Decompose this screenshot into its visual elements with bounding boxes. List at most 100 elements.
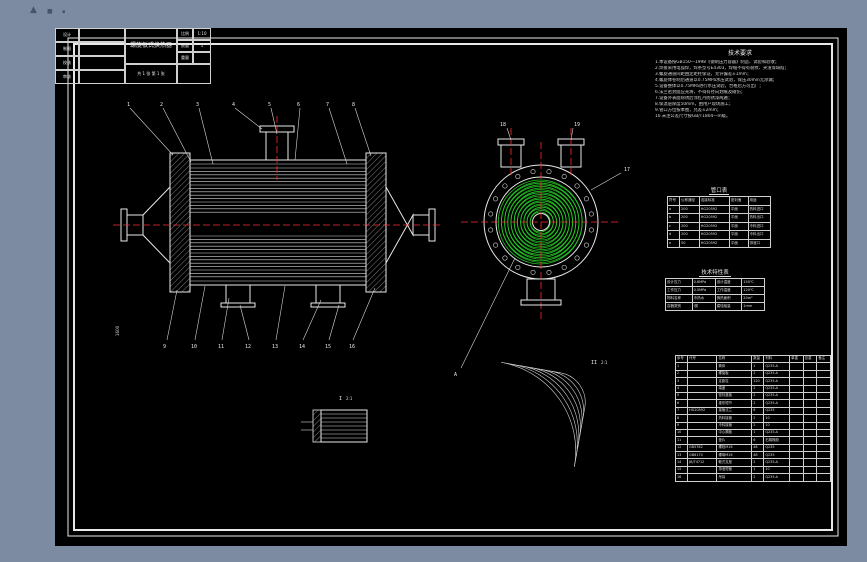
table-cell bbox=[816, 473, 831, 482]
balloon-number: 12 bbox=[245, 344, 251, 350]
table-cell: JB/T4712 bbox=[687, 458, 718, 467]
tb-value bbox=[79, 42, 125, 56]
table-cell: Q235 bbox=[763, 443, 791, 453]
table-cell: 1 bbox=[751, 362, 765, 371]
drawing-canvas[interactable]: 1600 1 2 3 4 5 6 7 8 bbox=[55, 28, 847, 546]
table-cell: 1 bbox=[674, 362, 689, 371]
table-cell bbox=[816, 465, 831, 475]
table-cell bbox=[816, 377, 831, 386]
table-cell: 2 bbox=[751, 421, 765, 430]
table-cell bbox=[816, 406, 831, 416]
table-cell: 排液口 bbox=[747, 238, 771, 248]
weight-value bbox=[193, 52, 211, 64]
balloon-number: 7 bbox=[326, 102, 329, 108]
scale-label: 比例 bbox=[177, 28, 193, 40]
nav-arrow-icon[interactable]: ▲ bbox=[30, 5, 37, 15]
table-cell: 1mm bbox=[741, 302, 765, 311]
notes-title: 技术要求 bbox=[727, 50, 752, 57]
table-cell: 10 bbox=[763, 465, 791, 475]
table-cell: 冷料进口 bbox=[747, 221, 771, 231]
tb-value bbox=[79, 28, 125, 42]
table-cell: Q235-A bbox=[763, 384, 791, 393]
table-cell bbox=[802, 399, 818, 408]
drawing-svg: 1600 1 2 3 4 5 6 7 8 bbox=[67, 37, 839, 537]
table-cell: 冷料出口 bbox=[747, 230, 771, 240]
table-cell: 6 bbox=[751, 406, 765, 416]
table-cell: 备注 bbox=[816, 354, 831, 364]
table-cell: 连接标准 bbox=[698, 196, 730, 206]
marker-icon[interactable]: ■ bbox=[47, 8, 53, 15]
table-cell: 吊耳 bbox=[716, 473, 753, 482]
table-cell: 螺母M16 bbox=[716, 451, 753, 460]
table-cell: 石棉橡胶 bbox=[763, 436, 791, 445]
dot-icon[interactable]: ▪ bbox=[62, 9, 66, 15]
title-block: 设计 制图 校核 审核 螺旋板式换热器 共 1 张 第 1 张 比例 1:10 … bbox=[55, 28, 211, 562]
balloon-number: 1 bbox=[127, 102, 130, 108]
table-cell: Q235-A bbox=[763, 391, 791, 401]
table-cell: 11 bbox=[674, 436, 689, 445]
table-cell: 8 bbox=[674, 414, 689, 423]
table-cell: 设计压力 bbox=[665, 278, 693, 287]
balloon-number: 4 bbox=[232, 102, 235, 108]
balloon-number: 10 bbox=[191, 344, 197, 350]
table-cell bbox=[816, 362, 831, 371]
table-cell bbox=[816, 391, 831, 401]
spiral-channel-lines bbox=[190, 167, 366, 278]
table-cell: 设计温度 bbox=[714, 278, 743, 287]
table-cell: GB5782 bbox=[687, 443, 718, 453]
detail-label: II bbox=[591, 360, 597, 366]
section-label: A bbox=[454, 372, 457, 378]
table-cell bbox=[789, 458, 804, 467]
tb-value bbox=[79, 56, 125, 70]
table-cell: d bbox=[666, 230, 681, 240]
table-cell: Q235-A bbox=[763, 362, 791, 371]
table-cell bbox=[789, 369, 804, 379]
note-line: 9.管口方位按本图，允差±2mm； bbox=[655, 108, 722, 113]
table-cell bbox=[802, 443, 818, 453]
balloon-number: 15 bbox=[325, 344, 331, 350]
nozzle-table-title: 管口表 bbox=[708, 188, 730, 195]
table-cell bbox=[687, 369, 718, 379]
table-cell: 13 bbox=[674, 451, 689, 460]
balloon-number: 2 bbox=[160, 102, 163, 108]
table-cell: 6 bbox=[751, 436, 765, 445]
balloon-number: 3 bbox=[196, 102, 199, 108]
table-cell: 单重 bbox=[789, 354, 804, 364]
table-cell: 总重 bbox=[802, 354, 818, 364]
table-cell: HG20592 bbox=[698, 230, 730, 240]
table-cell: 150℃ bbox=[741, 278, 765, 287]
table-cell bbox=[789, 451, 804, 460]
table-cell: b bbox=[666, 213, 681, 223]
table-cell: GB6170 bbox=[687, 451, 718, 460]
table-cell: 2 bbox=[751, 458, 765, 467]
table-cell bbox=[687, 384, 718, 393]
table-cell: 20m² bbox=[741, 294, 765, 303]
note-line: 6.法兰密封面应光滑，不得有径向划痕及碰伤； bbox=[655, 90, 746, 95]
tb-label: 制图 bbox=[55, 42, 79, 56]
table-cell: 15 bbox=[674, 465, 689, 475]
table-cell: 螺旋板 bbox=[716, 369, 753, 379]
table-cell: 物料名称 bbox=[665, 294, 693, 303]
note-line: 3.螺旋通道间距由定距柱保证，允许偏差±1mm； bbox=[655, 72, 752, 77]
table-cell bbox=[789, 421, 804, 430]
table-cell: 14 bbox=[674, 458, 689, 467]
table-cell: HG20592 bbox=[698, 213, 730, 223]
table-cell bbox=[789, 362, 804, 371]
table-cell: 200 bbox=[679, 204, 700, 214]
table-cell: 50 bbox=[679, 238, 700, 248]
table-cell: 中心隔板 bbox=[716, 428, 753, 438]
table-cell: 9 bbox=[674, 421, 689, 430]
detail-label: I bbox=[339, 396, 342, 402]
